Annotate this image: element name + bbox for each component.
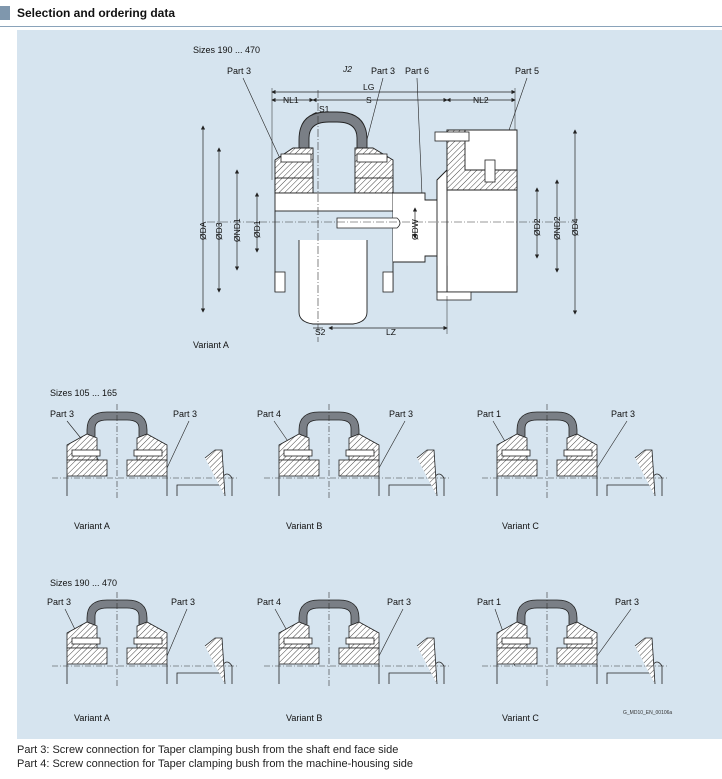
row1-sizes-label: Sizes 105 ... 165 — [50, 388, 117, 398]
label-part3-left: Part 3 — [227, 66, 251, 76]
label-part6: Part 6 — [405, 66, 429, 76]
row2-b-left-label: Part 4 — [257, 597, 281, 607]
dim-dw: ØDW — [410, 219, 420, 240]
section-title: Selection and ordering data — [17, 6, 176, 20]
row1-a-drawing — [51, 403, 238, 501]
dim-nl1: NL1 — [283, 95, 299, 105]
figure-code: G_MD10_EN_00106a — [623, 710, 672, 716]
dim-d1: ØD1 — [252, 220, 262, 238]
main-sizes-label: Sizes 190 ... 470 — [193, 45, 260, 55]
label-part3-mid: Part 3 — [371, 66, 395, 76]
row2-c-right-label: Part 3 — [615, 597, 639, 607]
technical-drawing: Sizes 190 ... 470 Part 3 J2 Part 3 Part … — [47, 45, 672, 723]
row1-a-variant: Variant A — [74, 521, 110, 531]
label-j2: J2 — [342, 64, 352, 74]
dim-nl2: NL2 — [473, 95, 489, 105]
row2-b-drawing — [263, 591, 450, 689]
row1-a-left-label: Part 3 — [50, 409, 74, 419]
row1-c-drawing — [481, 403, 668, 501]
section-header: Selection and ordering data — [0, 0, 722, 27]
row2-a-right-label: Part 3 — [171, 597, 195, 607]
footnote-part4: Part 4: Screw connection for Taper clamp… — [17, 758, 414, 770]
row1-variant-b: Part 4 Part 3 Variant B — [257, 403, 450, 531]
dim-da: ØDA — [198, 221, 208, 240]
row1-a-right-label: Part 3 — [173, 409, 197, 419]
row2-c-variant: Variant C — [502, 713, 539, 723]
row1-b-variant: Variant B — [286, 521, 322, 531]
row2-sizes-label: Sizes 190 ... 470 — [50, 578, 117, 588]
main-variant-label: Variant A — [193, 340, 229, 350]
dim-d2: ØD2 — [532, 218, 542, 236]
dim-nd1: ØND1 — [232, 218, 242, 242]
footnote-part3: Part 3: Screw connection for Taper clamp… — [17, 744, 399, 756]
row2-c-left-label: Part 1 — [477, 597, 501, 607]
label-part5: Part 5 — [515, 66, 539, 76]
dim-lg: LG — [363, 82, 374, 92]
row1-c-variant: Variant C — [502, 521, 539, 531]
header-marker — [0, 6, 10, 20]
row1-c-left-label: Part 1 — [477, 409, 501, 419]
row2-a-variant: Variant A — [74, 713, 110, 723]
row2-variant-b: Part 4 Part 3 Variant B — [257, 591, 450, 723]
dim-s2: S2 — [315, 327, 326, 337]
row2-b-variant: Variant B — [286, 713, 322, 723]
row1-c-right-label: Part 3 — [611, 409, 635, 419]
row2-a-left-label: Part 3 — [47, 597, 71, 607]
dim-s: S — [366, 95, 372, 105]
row1-variant-c: Part 1 Part 3 Variant C — [477, 403, 668, 531]
drawing-panel: Sizes 190 ... 470 Part 3 J2 Part 3 Part … — [17, 30, 722, 739]
row2-b-right-label: Part 3 — [387, 597, 411, 607]
row2-c-drawing — [481, 591, 668, 689]
row2-variant-c: Part 1 Part 3 Variant C — [477, 591, 668, 723]
dim-d4: ØD4 — [570, 218, 580, 236]
row2-variant-a: Part 3 Part 3 Variant A — [47, 591, 238, 723]
dim-s1: S1 — [319, 104, 330, 114]
row1-b-right-label: Part 3 — [389, 409, 413, 419]
dim-lz: LZ — [386, 327, 396, 337]
row2-a-drawing — [51, 591, 238, 689]
row1-variant-a: Part 3 Part 3 Variant A — [50, 403, 238, 531]
dim-nd2: ØND2 — [552, 216, 562, 240]
row1-b-left-label: Part 4 — [257, 409, 281, 419]
dim-d3: ØD3 — [214, 222, 224, 240]
row1-b-drawing — [263, 403, 450, 501]
